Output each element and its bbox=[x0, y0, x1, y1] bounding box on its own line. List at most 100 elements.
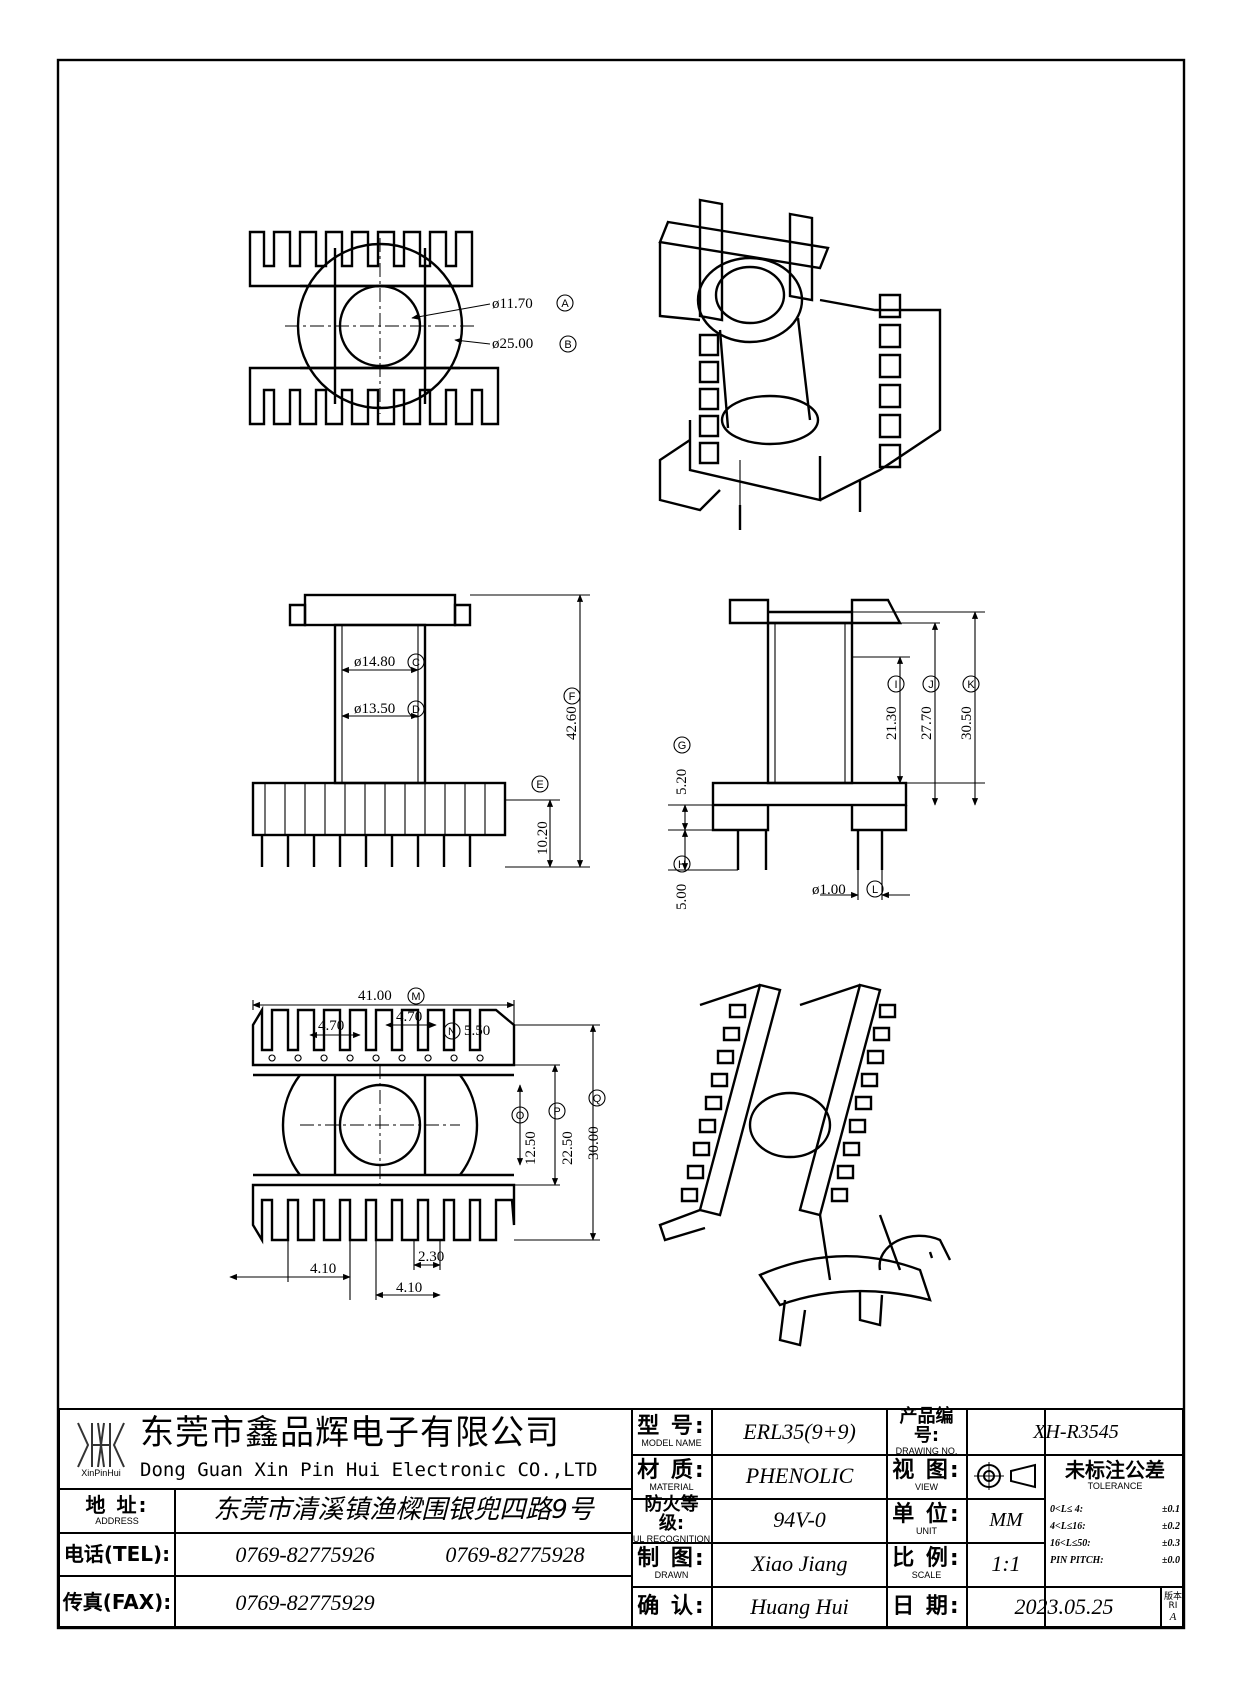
title-block: XinPinHui 东莞市鑫品辉电子有限公司 Dong Guan Xin Pin… bbox=[58, 1405, 1184, 1628]
dim-p1: 4.70 bbox=[318, 1018, 344, 1034]
dim-l: ø1.00 bbox=[812, 882, 846, 898]
projection-symbol-cell bbox=[968, 1454, 1044, 1498]
drawn-label: 制 图: bbox=[637, 1546, 706, 1572]
tolerance-value: ±0.1 bbox=[1162, 1504, 1180, 1515]
view-label: 视 图: bbox=[892, 1458, 961, 1484]
tag-b: B bbox=[564, 339, 571, 351]
drawn-label-en: DRAWN bbox=[654, 1570, 689, 1581]
bottom-view: 41.00 M 4.70 4.70 N 5.50 O 12.50 P 22.50… bbox=[229, 987, 606, 1300]
dim-q: 30.00 bbox=[586, 1126, 602, 1160]
tolerance-title-en: TOLERANCE bbox=[1087, 1481, 1143, 1492]
unit-value: MM bbox=[989, 1508, 1023, 1531]
address-value: 东莞市清溪镇渔樑围银兜四路9号 bbox=[213, 1495, 594, 1526]
unit-label-cell: 单 位: UNIT bbox=[887, 1498, 966, 1542]
version-label: 版本RI bbox=[1163, 1591, 1182, 1612]
tag-l: L bbox=[872, 884, 878, 896]
tag-d: D bbox=[412, 704, 420, 716]
view-label-cell: 视 图: VIEW bbox=[887, 1454, 966, 1498]
logo-icon bbox=[77, 1422, 125, 1468]
drawn-label-cell: 制 图: DRAWN bbox=[632, 1542, 711, 1586]
dim-b2: 2.30 bbox=[418, 1249, 444, 1265]
dim-p: 22.50 bbox=[560, 1131, 576, 1165]
tolerance-table: 0<L≤ 4: ±0.1 4<L≤16:±0.2 16<L≤50: ±0.3 PIN… bbox=[1050, 1504, 1180, 1572]
unit-label-en: UNIT bbox=[916, 1526, 937, 1537]
tolerance-row: 16<L≤50: ±0.3 bbox=[1050, 1538, 1180, 1555]
dim-p2: 4.70 bbox=[396, 1009, 422, 1025]
unit-label: 单 位: bbox=[892, 1502, 961, 1528]
fax-value: 0769-82775929 bbox=[200, 1577, 410, 1628]
tag-n: N bbox=[448, 1026, 456, 1038]
dim-b1: 4.10 bbox=[310, 1261, 336, 1277]
ul-label: 防火等级: bbox=[644, 1493, 699, 1534]
tag-i: I bbox=[894, 679, 897, 691]
tolerance-range: PIN PITCH: bbox=[1050, 1555, 1104, 1566]
tolerance-range: 0<L≤ 4: bbox=[1050, 1504, 1084, 1515]
scale-label-en: SCALE bbox=[911, 1570, 942, 1581]
tag-g: G bbox=[678, 740, 687, 752]
logo-text: XinPinHui bbox=[81, 1468, 121, 1479]
dim-i: 21.30 bbox=[884, 706, 900, 740]
scale-value: 1:1 bbox=[991, 1551, 1021, 1577]
date-label-cell: 日 期: bbox=[887, 1586, 966, 1628]
fax-label: 传真(FAX): bbox=[62, 1590, 172, 1614]
checked-label: 确 认: bbox=[637, 1594, 706, 1620]
tolerance-value: ±0.3 bbox=[1162, 1538, 1180, 1549]
checked-label-cell: 确 认: bbox=[632, 1586, 711, 1628]
isometric-view-top bbox=[658, 198, 942, 530]
tolerance-range: 16<L≤50: bbox=[1050, 1538, 1091, 1549]
dim-b3: 4.10 bbox=[396, 1280, 422, 1296]
company-logo: XinPinHui bbox=[66, 1416, 136, 1484]
sheet-border bbox=[56, 58, 1186, 1630]
dim-b: ø25.00 bbox=[492, 336, 533, 352]
address-label-en: ADDRESS bbox=[95, 1516, 139, 1527]
dim-n: 5.50 bbox=[464, 1023, 490, 1039]
dim-e: 10.20 bbox=[535, 821, 551, 855]
dim-c: ø14.80 bbox=[354, 654, 395, 670]
dim-j: 27.70 bbox=[919, 706, 935, 740]
material-value: PHENOLIC bbox=[745, 1463, 854, 1489]
checked-value: Huang Hui bbox=[750, 1594, 849, 1620]
tolerance-title: 未标注公差 bbox=[1065, 1458, 1165, 1483]
tolerance-title-cell: 未标注公差 TOLERANCE bbox=[1046, 1456, 1184, 1496]
tolerance-row: 0<L≤ 4: ±0.1 bbox=[1050, 1504, 1180, 1521]
tag-a: A bbox=[561, 298, 569, 310]
address-label: 地 址: bbox=[85, 1493, 149, 1518]
date-value: 2023.05.25 bbox=[1014, 1594, 1114, 1620]
fax-text: 0769-82775929 bbox=[235, 1589, 375, 1615]
drawn-value: Xiao Jiang bbox=[751, 1551, 848, 1577]
ul-label-en: UL RECOGNITION bbox=[632, 1533, 711, 1544]
model-label: 型 号: bbox=[637, 1414, 706, 1440]
top-view: ø11.70 A ø25.00 B bbox=[248, 230, 577, 426]
tag-o: O bbox=[516, 1110, 525, 1122]
tolerance-row: PIN PITCH: ±0.0 bbox=[1050, 1555, 1180, 1572]
model-label-cell: 型 号: MODEL NAME bbox=[632, 1410, 711, 1454]
front-view: ø14.80 C ø13.50 D E 42.60 F 10.20 bbox=[251, 593, 590, 868]
model-label-en: MODEL NAME bbox=[641, 1438, 702, 1449]
company-name-cn: 东莞市鑫品辉电子有限公司 bbox=[140, 1413, 560, 1454]
tag-e: E bbox=[536, 779, 543, 791]
material-label-cell: 材 质: MATERIAL bbox=[632, 1454, 711, 1498]
side-view: 21.30 I 27.70 J 30.50 K G 5.20 H 5.00 ø1… bbox=[668, 598, 985, 910]
dwg-label: 产品编号: bbox=[899, 1405, 954, 1446]
tag-q: Q bbox=[593, 1093, 602, 1105]
tolerance-value: ±0.0 bbox=[1162, 1555, 1180, 1566]
tel-2-text: 0769-82775928 bbox=[445, 1541, 585, 1567]
company-name-en: Dong Guan Xin Pin Hui Electronic CO.,LTD bbox=[140, 1459, 598, 1482]
version-cell: 版本RI A bbox=[1162, 1588, 1184, 1628]
drawing-number: XH-R3545 bbox=[1033, 1420, 1119, 1443]
tag-f: F bbox=[569, 691, 576, 703]
tolerance-row: 4<L≤16:±0.2 bbox=[1050, 1521, 1180, 1538]
tag-h: H bbox=[678, 859, 686, 871]
dwg-label-en: DRAWING NO. bbox=[895, 1445, 958, 1456]
tag-j: J bbox=[928, 679, 934, 691]
view-label-en: VIEW bbox=[914, 1482, 938, 1493]
dim-g: 5.20 bbox=[674, 769, 690, 795]
tag-c: C bbox=[412, 657, 420, 669]
version-value: A bbox=[1169, 1610, 1177, 1623]
material-label: 材 质: bbox=[637, 1458, 706, 1484]
scale-label-cell: 比 例: SCALE bbox=[887, 1542, 966, 1586]
tel-2: 0769-82775928 bbox=[410, 1534, 620, 1575]
tel-1-text: 0769-82775926 bbox=[235, 1541, 375, 1567]
isometric-view-bottom bbox=[658, 983, 952, 1347]
